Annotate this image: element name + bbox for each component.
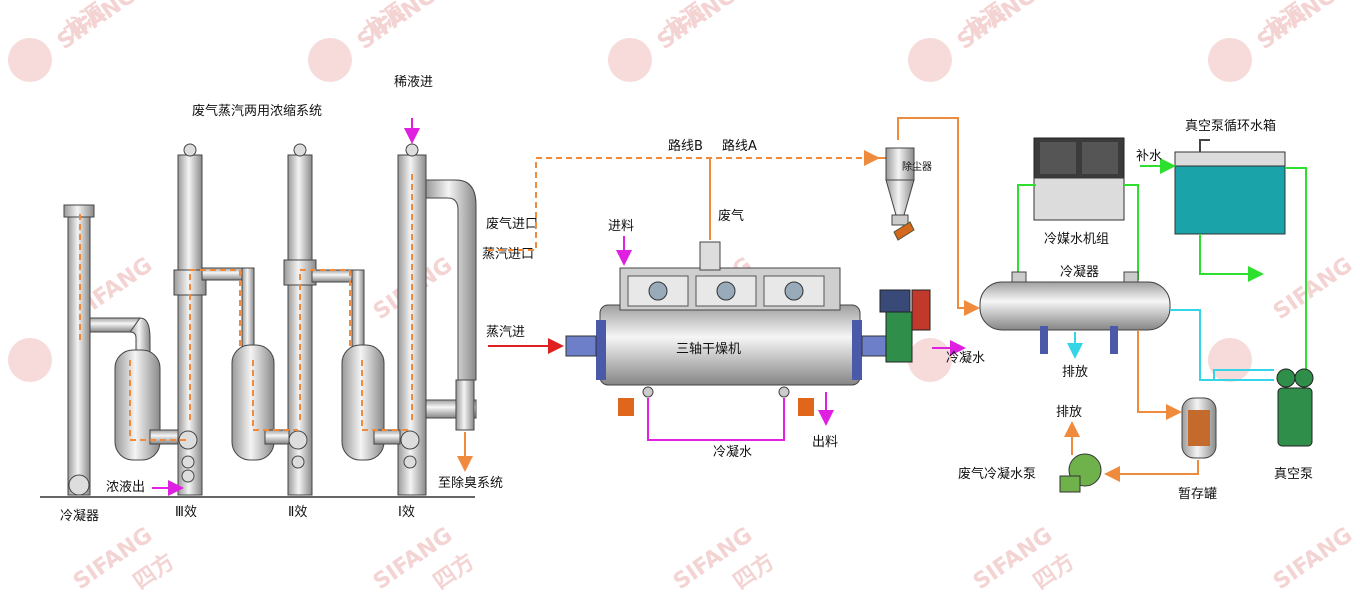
three-axis-dryer: 三轴干燥机 进料 废气 (565, 208, 931, 416)
label-drain-2: 排放 (1056, 405, 1082, 420)
effect-3-top (183, 143, 197, 157)
label-route-a: 路线A (722, 138, 757, 154)
route-b-line (488, 150, 880, 251)
label-vacuum-pump: 真空泵 (1274, 467, 1313, 482)
label-feed: 进料 (608, 219, 634, 234)
condensate-loop (647, 398, 785, 441)
chiller-unit: 冷媒水机组 (1033, 137, 1125, 247)
label-route-b: 路线B (668, 138, 703, 154)
label-condensate-mid: 冷凝水 (713, 444, 752, 460)
label-chiller: 冷媒水机组 (1044, 232, 1109, 247)
left-condenser-flange (68, 474, 90, 496)
label-waste-gas-in: 废气进口 (486, 216, 538, 232)
main-condenser: 冷凝器 (979, 264, 1171, 354)
effect-3-band (173, 269, 207, 296)
label-waste-pump: 废气冷凝水泵 (958, 466, 1036, 482)
vacuum-water-tank: 真空泵循环水箱 (1174, 118, 1286, 235)
vacuum-pump: 真空泵 (1274, 368, 1314, 482)
label-effect-1: Ⅰ效 (398, 505, 415, 520)
label-buffer-tank: 暂存罐 (1178, 487, 1217, 502)
label-waste-gas: 废气 (718, 208, 744, 224)
label-condenser-main: 冷凝器 (1060, 264, 1099, 280)
label-vacuum-tank: 真空泵循环水箱 (1185, 118, 1276, 134)
label-concentrate-out: 浓液出 (106, 480, 145, 495)
watermark-text: SIFANG (1269, 253, 1357, 325)
label-makeup-water: 补水 (1136, 149, 1162, 164)
label-effect-3: Ⅲ效 (175, 505, 197, 520)
waste-condensate-pump: 废气冷凝水泵 (958, 453, 1102, 493)
label-dust-collector: 除尘器 (902, 160, 932, 173)
label-to-deodor: 至除臭系统 (438, 476, 503, 491)
label-left-condenser: 冷凝器 (60, 508, 99, 524)
label-dilute-in: 稀液进 (394, 75, 433, 90)
buffer-tank: 暂存罐 (1178, 397, 1217, 502)
label-discharge: 出料 (812, 435, 838, 450)
label-effect-2: Ⅱ效 (288, 505, 307, 520)
dust-collector: 除尘器 (885, 147, 932, 241)
system-title: 废气蒸汽两用浓缩系统 (192, 103, 322, 119)
watermark-text: SIFANG (1269, 523, 1357, 595)
effect-2-band (283, 259, 317, 286)
concentration-system: 废气蒸汽两用浓缩系统 稀液进 废气进口 蒸汽进口 至除臭系统 浓液出 冷凝器 Ⅲ… (60, 75, 538, 524)
label-drain-1: 排放 (1062, 365, 1088, 380)
label-condensate-right: 冷凝水 (946, 350, 985, 366)
condenser-shell (979, 281, 1171, 331)
route-lines: 路线B 路线A (488, 117, 980, 316)
separator-3 (114, 349, 161, 461)
label-steam-in: 蒸汽进 (486, 325, 525, 340)
internal-flow-3 (129, 360, 190, 441)
label-dryer: 三轴干燥机 (676, 342, 741, 357)
